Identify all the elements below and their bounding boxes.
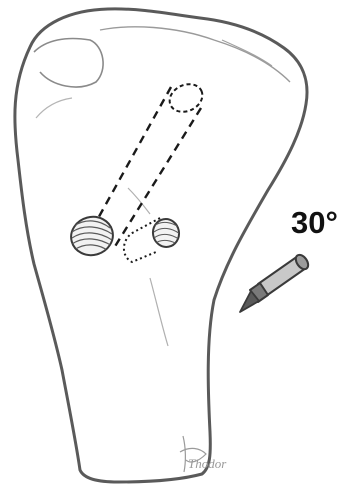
angle-label: 30° xyxy=(291,205,338,240)
drill-guide-icon xyxy=(240,253,311,312)
signature-text: Thodor xyxy=(188,456,227,471)
